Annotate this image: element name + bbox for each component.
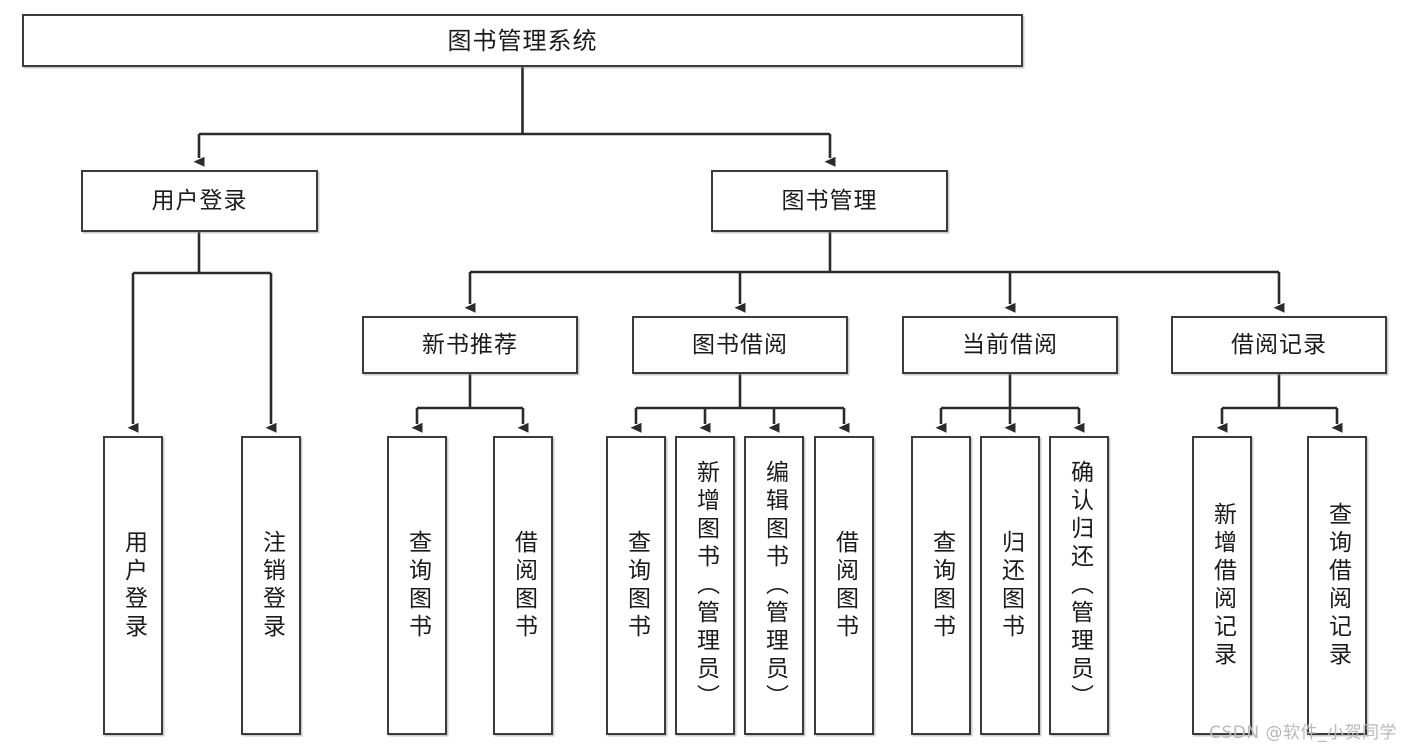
node-label: 确认归还（管理员） (1066, 459, 1093, 712)
node-label: 新书推荐 (422, 331, 518, 358)
node-leaf-confirm-return[interactable]: 确认归还（管理员） (1049, 436, 1109, 735)
node-leaf-user-login[interactable]: 用户登录 (103, 436, 163, 735)
node-book-borrow[interactable]: 图书借阅 (632, 316, 848, 374)
node-label: 注销登录 (258, 529, 285, 642)
node-label: 新增图书（管理员） (692, 459, 719, 712)
node-label: 借阅记录 (1231, 331, 1327, 358)
node-book-management[interactable]: 图书管理 (711, 170, 948, 232)
node-label: 查询借阅记录 (1324, 501, 1351, 670)
node-leaf-logout-login[interactable]: 注销登录 (241, 436, 301, 735)
node-label: 当前借阅 (962, 331, 1058, 358)
node-label: 借阅图书 (510, 529, 537, 642)
node-root-book-management-system[interactable]: 图书管理系统 (22, 14, 1023, 67)
watermark-credit: CSDN @软件_小贺同学 (1209, 723, 1397, 743)
node-label: 查询图书 (623, 529, 650, 642)
node-leaf-borrow-book-1[interactable]: 借阅图书 (493, 436, 553, 735)
node-leaf-add-record[interactable]: 新增借阅记录 (1192, 436, 1252, 735)
node-label: 用户登录 (120, 529, 147, 642)
node-leaf-query-record[interactable]: 查询借阅记录 (1307, 436, 1367, 735)
node-leaf-query-book-3[interactable]: 查询图书 (911, 436, 971, 735)
node-label: 借阅图书 (831, 529, 858, 642)
node-new-book-recommend[interactable]: 新书推荐 (362, 316, 578, 374)
node-leaf-borrow-book-2[interactable]: 借阅图书 (814, 436, 874, 735)
node-label: 查询图书 (928, 529, 955, 642)
node-label: 查询图书 (404, 529, 431, 642)
node-leaf-edit-book[interactable]: 编辑图书（管理员） (744, 436, 804, 735)
node-leaf-query-book-1[interactable]: 查询图书 (387, 436, 447, 735)
node-leaf-return-book[interactable]: 归还图书 (980, 436, 1040, 735)
node-leaf-add-book[interactable]: 新增图书（管理员） (675, 436, 735, 735)
node-label: 编辑图书（管理员） (761, 459, 788, 712)
node-leaf-query-book-2[interactable]: 查询图书 (606, 436, 666, 735)
node-label: 新增借阅记录 (1209, 501, 1236, 670)
node-current-borrow[interactable]: 当前借阅 (902, 316, 1118, 374)
node-borrow-record[interactable]: 借阅记录 (1171, 316, 1387, 374)
node-user-login[interactable]: 用户登录 (81, 170, 318, 232)
node-label: 图书管理 (781, 187, 878, 214)
node-label: 用户登录 (151, 187, 248, 214)
node-label: 归还图书 (997, 529, 1024, 642)
node-label: 图书管理系统 (447, 26, 598, 55)
node-label: 图书借阅 (692, 331, 788, 358)
